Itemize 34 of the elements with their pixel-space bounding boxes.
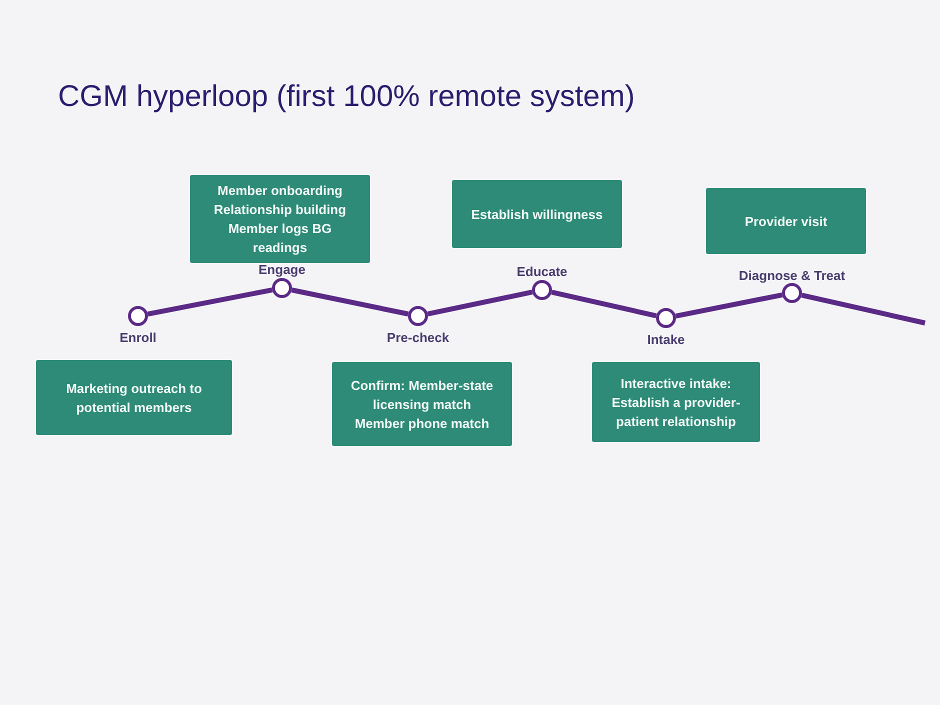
callout-text: Member phone match [354,414,490,432]
timeline-circle [408,306,428,326]
timeline-circle [128,306,148,326]
callout-text: Interactive intake: Establish a provider-patient relationship [610,374,742,430]
timeline-line [147,287,273,317]
callout-text: Establish willingness [471,206,603,224]
step-label: Educate [516,264,568,279]
step-label: Diagnose & Treat [738,268,846,283]
timeline-circle [532,280,552,300]
callout-text: Member logs BG readings [227,220,333,257]
callout-box [332,362,512,446]
callout-box [592,362,760,442]
callout-box [706,188,866,254]
timeline-circle [656,308,676,328]
step-label: Enroll [120,330,156,345]
callout-text: Member onboarding [218,182,342,200]
timeline-line [427,290,533,316]
timeline-line [551,290,657,318]
callout-box [452,180,622,248]
timeline-line [675,292,783,319]
timeline-circle [782,283,802,303]
callout-box [36,360,232,435]
callout-text: Confirm: Member-state licensing match [350,376,494,414]
step-label: Engage [258,262,306,277]
slide-title: CGM hyperloop (first 100% remote system) [58,80,635,114]
callout-text: Provider visit [744,212,828,230]
step-label: Pre-check [386,330,450,345]
step-label: Intake [647,332,685,347]
timeline-circle [272,278,292,298]
timeline-line [291,288,409,316]
callout-text: Marketing outreach to potential members [65,380,203,416]
timeline-line [801,292,926,326]
callout-box [190,175,370,263]
callout-text: Relationship building [214,201,346,219]
